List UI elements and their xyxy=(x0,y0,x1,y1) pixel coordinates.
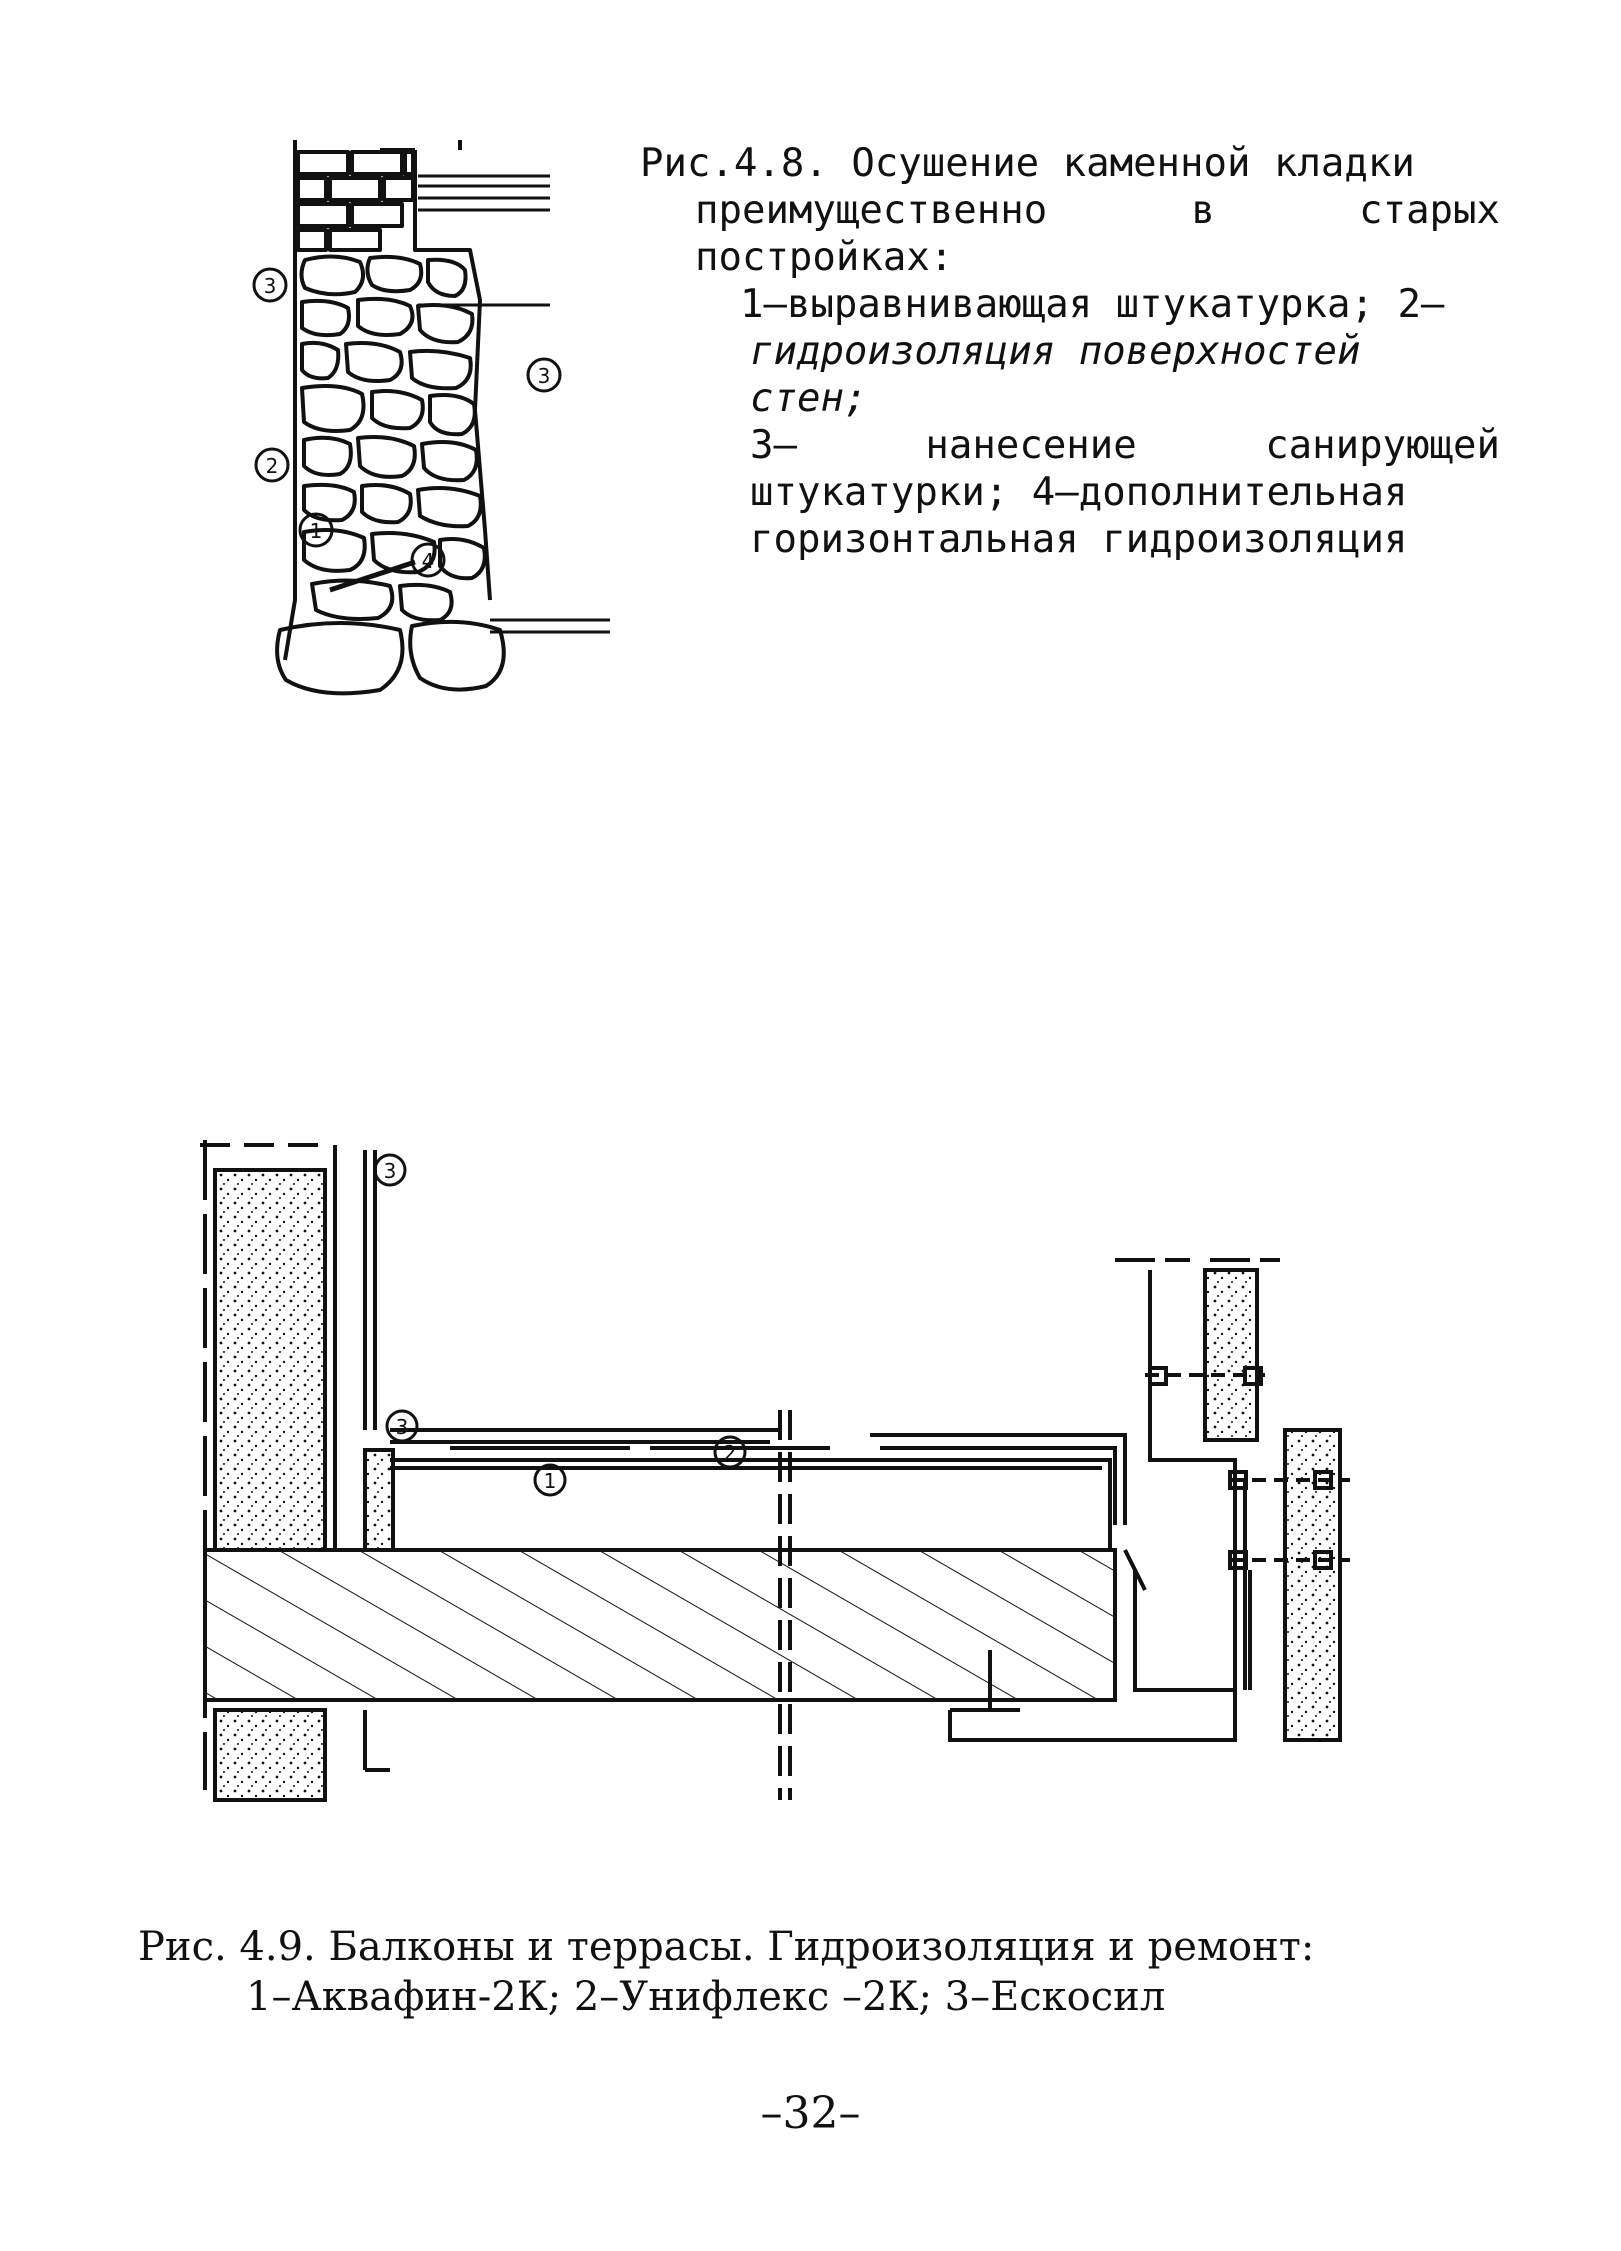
figure-4-9-drawing: 3 3 2 1 xyxy=(190,1130,1390,1810)
callout-3-top xyxy=(252,267,288,303)
callout-2 xyxy=(254,447,290,483)
figure-4-8-callouts xyxy=(252,267,562,578)
callout-label: 2 xyxy=(724,1441,737,1465)
masonry-wall-section: 3 3 2 1 4 xyxy=(252,140,610,696)
callout-label: 3 xyxy=(264,274,277,298)
callout-1 xyxy=(298,512,334,548)
figure-4-8-caption: Рис.4.8. Осушение каменной кладки преиму… xyxy=(640,140,1500,563)
caption-item: горизонтальная гидроизоляция xyxy=(750,517,1408,562)
callout-3-right xyxy=(526,357,562,393)
callout-label: 2 xyxy=(266,454,279,478)
caption-title: Рис. 4.9. Балконы и террасы. Гидроизоляц… xyxy=(138,1924,1315,1970)
callout-4 xyxy=(410,542,446,578)
callout-label: 1 xyxy=(310,519,323,543)
caption-item: гидроизоляция поверхностей стен; xyxy=(640,328,1500,422)
caption-item-italic: гидроизоляция поверхностей стен; xyxy=(750,329,1361,421)
callout-label: 3 xyxy=(538,364,551,388)
callout-2 xyxy=(713,1435,747,1469)
caption-item: 1–выравнивающая штукатурка; 2– xyxy=(740,282,1445,327)
callout-label: 3 xyxy=(384,1159,397,1183)
callout-1 xyxy=(533,1463,567,1497)
page-number: –32– xyxy=(760,2088,861,2139)
callout-label: 3 xyxy=(396,1415,409,1439)
caption-item: 3– нанесение санирующей xyxy=(750,423,1500,468)
callout-3-corner xyxy=(385,1409,419,1443)
callout-label: 1 xyxy=(544,1469,557,1493)
balcony-section: 3 3 2 1 xyxy=(200,1140,1350,1802)
caption-title: Рис.4.8. Осушение каменной кладки xyxy=(640,141,1415,186)
callout-3-top xyxy=(373,1153,407,1187)
caption-line: постройках: xyxy=(695,235,954,280)
caption-line: преимущественно в старых xyxy=(695,188,1500,233)
caption-item: штукатурки; 4–дополнительная xyxy=(750,470,1408,515)
callout-label: 4 xyxy=(422,549,435,573)
figure-4-8-drawing: 3 3 2 1 4 xyxy=(250,130,610,740)
caption-items: 1–Аквафин-2К; 2–Унифлекс –2К; 3–Ескосил xyxy=(246,1974,1166,2020)
figure-4-9-caption: Рис. 4.9. Балконы и террасы. Гидроизоляц… xyxy=(138,1922,1398,2022)
